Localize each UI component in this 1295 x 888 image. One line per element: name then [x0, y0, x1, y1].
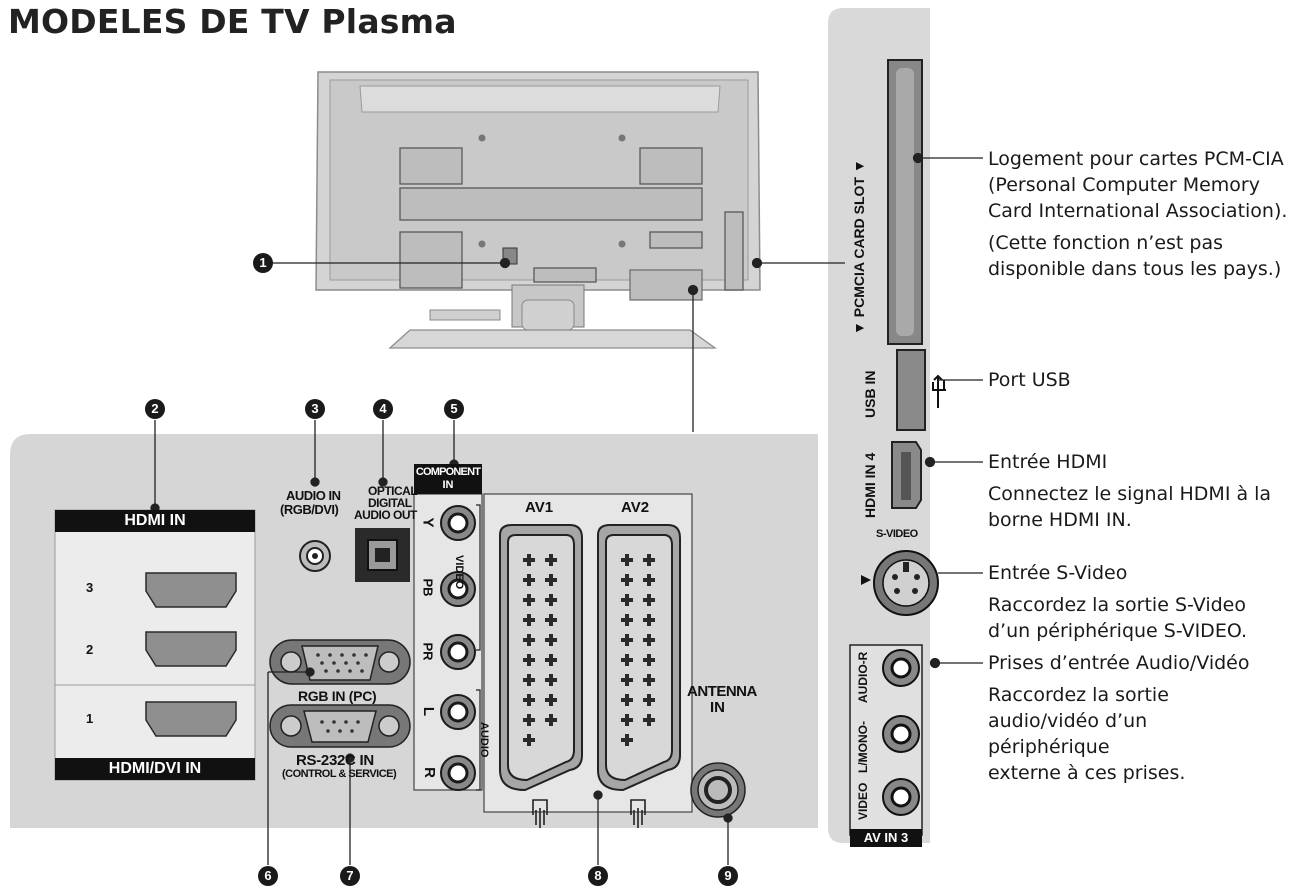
- rs232-sub-label: (CONTROL & SERVICE): [282, 768, 397, 780]
- pcmcia-description: Logement pour cartes PCM-CIA (Personal C…: [988, 146, 1288, 282]
- scart-pins: [523, 554, 655, 746]
- av-description: Prises d’entrée Audio/Vidéo Raccordez la…: [988, 650, 1293, 786]
- antenna-label-2: IN: [710, 699, 725, 716]
- hdmi-description-body: Connectez le signal HDMI à la borne HDMI…: [988, 483, 1272, 531]
- rs232-label: RS-232C IN: [296, 752, 374, 769]
- av2-label: AV2: [621, 499, 650, 516]
- optical-label-2: DIGITAL: [368, 496, 412, 510]
- hdmi-port-1-label: 1: [86, 711, 94, 726]
- hdmi-port-3-label: 3: [86, 580, 94, 595]
- hdmi-description: Entrée HDMI Connectez le signal HDMI à l…: [988, 449, 1293, 533]
- component-video-label: VIDEO: [453, 555, 465, 590]
- optical-label-3: AUDIO OUT: [354, 508, 417, 522]
- component-label-line2: IN: [442, 479, 454, 491]
- l-mono-label: L/MONO-: [856, 721, 870, 773]
- tv-back-illustration: [315, 71, 761, 349]
- component-label-line1: COMPONENT: [415, 466, 481, 478]
- audio-r-label: AUDIO-R: [856, 651, 870, 703]
- page-title: MODELES DE TV Plasma: [8, 2, 457, 41]
- callout-8: 8: [588, 866, 608, 886]
- component-pr-label: PR: [420, 642, 436, 661]
- pcmcia-slot-label: ▼ PCMCIA CARD SLOT ▼: [851, 159, 867, 335]
- component-y-label: Y: [419, 517, 437, 528]
- callout-7: 7: [340, 866, 360, 886]
- hdmi-description-title: Entrée HDMI: [988, 451, 1108, 473]
- hdmi-in-4-label: HDMI IN 4: [862, 452, 878, 518]
- callout-9: 9: [718, 866, 738, 886]
- rgb-connector: [269, 639, 411, 685]
- component-jacks: [440, 505, 476, 791]
- component-in-label: COMPONENT IN: [414, 464, 482, 494]
- callout-1: 1: [253, 253, 273, 273]
- hdmi-in-label: HDMI IN: [55, 510, 255, 532]
- audio-in-sub-label: (RGB/DVI): [280, 502, 339, 517]
- audio-in-label: AUDIO IN: [286, 488, 341, 503]
- av-in-3-label: AV IN 3: [850, 829, 922, 847]
- video-side-label: VIDEO: [856, 782, 870, 820]
- s-video-description: Entrée S-Video Raccordez la sortie S-Vid…: [988, 560, 1288, 644]
- s-video-description-title: Entrée S-Video: [988, 562, 1128, 584]
- callout-5: 5: [444, 399, 464, 419]
- component-pb-label: PB: [420, 578, 436, 597]
- component-l-label: L: [420, 706, 438, 717]
- component-audio-label: AUDIO: [478, 722, 490, 758]
- antenna-label-1: ANTENNA: [687, 683, 757, 700]
- av-description-title: Prises d’entrée Audio/Vidéo: [988, 652, 1250, 674]
- rs232-connector: [269, 704, 411, 748]
- pcmcia-note: (Cette fonction n’est pas disponible dan…: [988, 232, 1282, 280]
- pcmcia-description-text: Logement pour cartes PCM-CIA (Personal C…: [988, 148, 1288, 222]
- rgb-in-label: RGB IN (PC): [298, 688, 377, 704]
- ground-symbols: [532, 799, 646, 828]
- hdmi-port-2-label: 2: [86, 642, 94, 657]
- hdmi-ports: [145, 572, 237, 737]
- usb-in-label: USB IN: [862, 370, 878, 418]
- callout-2: 2: [145, 399, 165, 419]
- hdmi-dvi-in-label: HDMI/DVI IN: [55, 758, 255, 780]
- s-video-description-body: Raccordez la sortie S-Video d’un périphé…: [988, 594, 1248, 642]
- usb-description: Port USB: [988, 369, 1071, 391]
- callout-3: 3: [305, 399, 325, 419]
- component-r-label: R: [420, 767, 438, 778]
- av1-label: AV1: [525, 499, 554, 516]
- optical-label-1: OPTICAL: [368, 484, 418, 498]
- av-description-body: Raccordez la sortie audio/vidéo d’un pér…: [988, 684, 1186, 784]
- callout-4: 4: [373, 399, 393, 419]
- s-video-label: S-VIDEO: [876, 528, 918, 540]
- callout-6: 6: [258, 866, 278, 886]
- leader-lines: [150, 152, 983, 865]
